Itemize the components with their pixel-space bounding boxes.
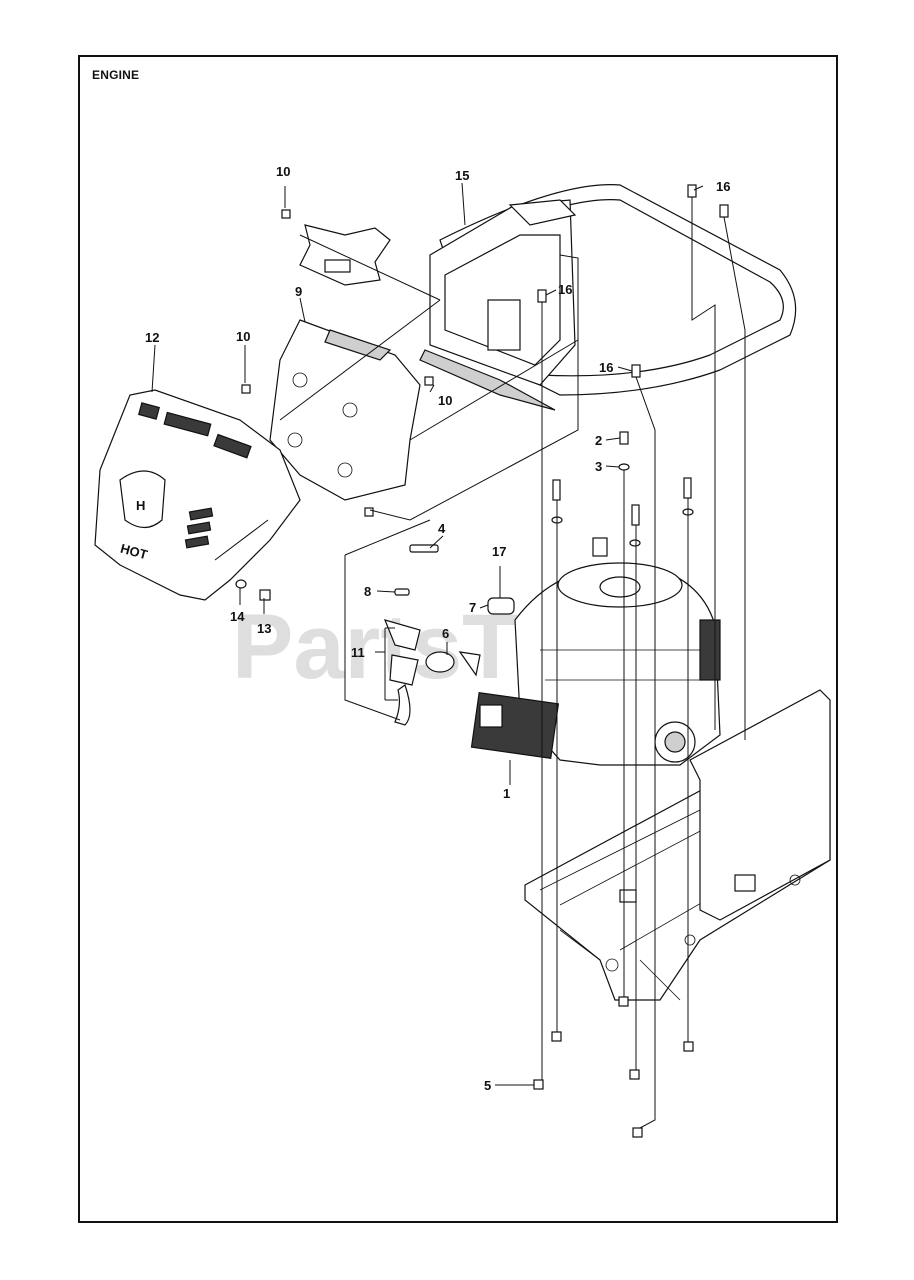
muffler-parts [383, 544, 515, 726]
page-title: ENGINE [92, 68, 140, 82]
bracket-15 [419, 199, 577, 411]
callout-16-bar: 16 [599, 360, 613, 375]
callout-14: 14 [230, 609, 245, 624]
small-bracket [299, 224, 391, 286]
callout-4: 4 [438, 521, 446, 536]
callout-2: 2 [595, 433, 602, 448]
callout-11: 11 [351, 645, 365, 660]
callout-12: 12 [145, 330, 159, 345]
chassis-frame [524, 689, 831, 1001]
callout-5: 5 [484, 1078, 491, 1093]
fasteners [235, 184, 729, 1138]
callout-10-bracket: 10 [438, 393, 452, 408]
engine [470, 537, 721, 766]
callout-16-bracket: 16 [558, 282, 572, 297]
callout-13: 13 [257, 621, 271, 636]
hood-hot-marking: HOT [119, 541, 149, 563]
callout-3: 3 [595, 459, 602, 474]
heat-shield [269, 319, 421, 501]
callout-9: 9 [295, 284, 302, 299]
callout-1: 1 [503, 786, 510, 801]
callout-10-left: 10 [236, 329, 250, 344]
diagram-frame [78, 55, 838, 1223]
callout-6: 6 [442, 626, 449, 641]
callout-16-top: 16 [716, 179, 730, 194]
leader-lines [151, 182, 746, 1129]
callout-8: 8 [364, 584, 371, 599]
callout-7: 7 [469, 600, 476, 615]
callout-17: 17 [492, 544, 506, 559]
hood-logo: H [136, 498, 145, 513]
hood: H HOT [94, 389, 301, 601]
callout-15: 15 [455, 168, 469, 183]
callout-10-top: 10 [276, 164, 290, 179]
callout-labels: 1 2 3 4 5 6 7 8 9 10 10 10 11 12 13 14 1… [145, 164, 730, 1093]
